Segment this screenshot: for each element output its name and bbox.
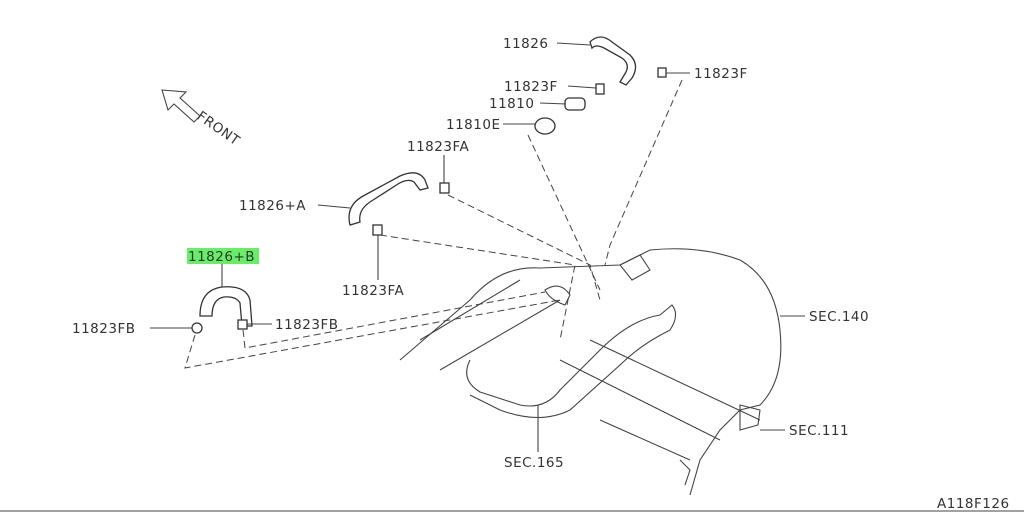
- label-11823f-right[interactable]: 11823F: [694, 66, 748, 82]
- label-11826b[interactable]: 11826+B: [188, 249, 255, 265]
- label-11826a[interactable]: 11826+A: [239, 198, 306, 214]
- label-11823f-left[interactable]: 11823F: [504, 79, 558, 95]
- label-sec-140[interactable]: SEC.140: [809, 309, 869, 325]
- label-11823fb-left[interactable]: 11823FB: [72, 321, 135, 337]
- highlight-11826b: [187, 248, 259, 264]
- clip-11823fb-left-shape: [191, 322, 203, 334]
- front-arrow-icon: [161, 89, 201, 123]
- clip-11823fa-bottom-shape: [372, 224, 383, 236]
- diagram-code: A118F126: [937, 496, 1010, 512]
- valve-11810-shape: [564, 97, 586, 111]
- grommet-11810e-shape: [534, 117, 556, 135]
- label-11810[interactable]: 11810: [489, 96, 534, 112]
- label-11823fa-bottom[interactable]: 11823FA: [342, 283, 404, 299]
- engine-outline: [399, 248, 782, 496]
- clip-11823f-right-shape: [657, 67, 667, 78]
- label-sec-165[interactable]: SEC.165: [504, 455, 564, 471]
- leader-lines: [0, 42, 1024, 512]
- label-sec-111[interactable]: SEC.111: [789, 423, 849, 439]
- label-11823fa-top[interactable]: 11823FA: [407, 139, 469, 155]
- connection-lines: [184, 79, 683, 369]
- hose-11826-shape: [589, 36, 637, 86]
- label-11826[interactable]: 11826: [503, 36, 548, 52]
- label-11823fb-right[interactable]: 11823FB: [275, 317, 338, 333]
- hose-11826a-shape: [348, 172, 429, 226]
- clip-11823f-shape: [595, 83, 605, 95]
- front-label: FRONT: [194, 108, 243, 149]
- clip-11823fb-right-shape: [237, 319, 248, 330]
- label-11810e[interactable]: 11810E: [446, 117, 500, 133]
- clip-11823fa-top-shape: [439, 182, 450, 194]
